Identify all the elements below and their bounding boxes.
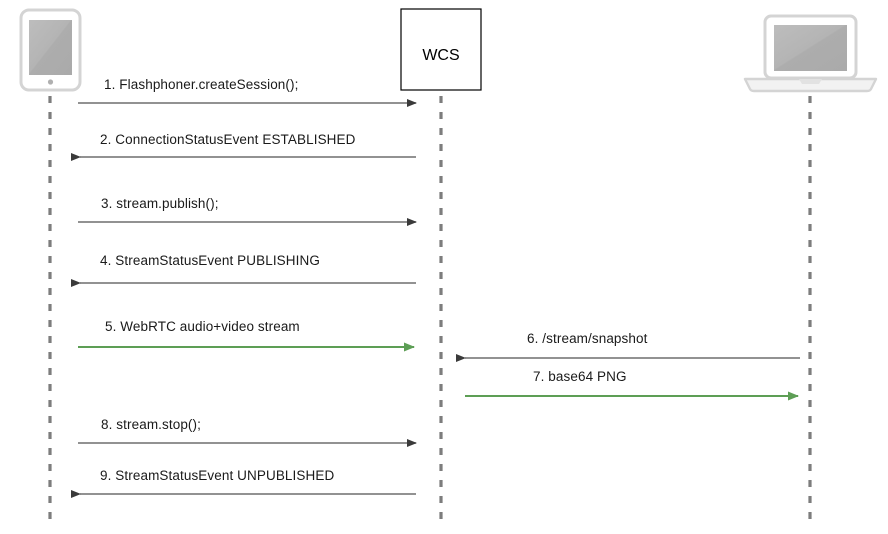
message-label-5: 5. WebRTC audio+video stream bbox=[105, 319, 300, 334]
message-label-9: 9. StreamStatusEvent UNPUBLISHED bbox=[100, 468, 335, 483]
participant-wcs: WCS bbox=[401, 9, 481, 90]
message-label-7: 7. base64 PNG bbox=[533, 369, 627, 384]
message-label-6: 6. /stream/snapshot bbox=[527, 331, 648, 346]
message-label-8: 8. stream.stop(); bbox=[101, 417, 201, 432]
message-label-4: 4. StreamStatusEvent PUBLISHING bbox=[100, 253, 320, 268]
laptop-icon bbox=[743, 14, 878, 93]
tablet-icon bbox=[19, 8, 82, 92]
message-label-3: 3. stream.publish(); bbox=[101, 196, 219, 211]
wcs-box-shape bbox=[400, 8, 482, 91]
wcs-label: WCS bbox=[422, 47, 460, 64]
message-label-2: 2. ConnectionStatusEvent ESTABLISHED bbox=[100, 132, 356, 147]
message-label-1: 1. Flashphoner.createSession(); bbox=[104, 77, 299, 92]
